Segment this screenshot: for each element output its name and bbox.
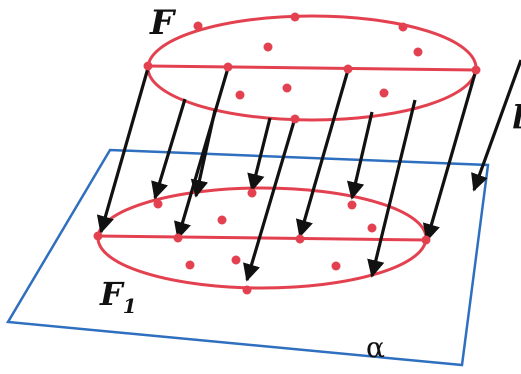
projection-point bbox=[217, 215, 227, 225]
projection-arrow bbox=[174, 67, 230, 240]
projection-point bbox=[247, 188, 257, 198]
projection-points bbox=[93, 188, 431, 295]
projection-arrow bbox=[347, 111, 374, 200]
projection-point bbox=[421, 235, 431, 245]
figure-point bbox=[290, 12, 300, 22]
figure-point bbox=[223, 62, 233, 72]
projection-arrow bbox=[295, 69, 350, 238]
projection-arrow bbox=[367, 99, 417, 278]
figure-points bbox=[143, 12, 481, 124]
figure-point bbox=[263, 42, 273, 52]
figure-point bbox=[282, 83, 292, 93]
projection-arrows bbox=[96, 59, 521, 282]
projection-point bbox=[347, 200, 357, 210]
projection-point bbox=[242, 285, 252, 295]
figure-point bbox=[398, 22, 408, 32]
figure-point bbox=[235, 90, 245, 100]
projection-arrow bbox=[96, 67, 150, 234]
projection-point bbox=[231, 255, 241, 265]
projection-arrow bbox=[422, 69, 478, 242]
figure-diameter bbox=[147, 64, 477, 72]
plane-alpha bbox=[5, 148, 490, 367]
label-f: F bbox=[149, 3, 177, 43]
label-f1: F1 bbox=[99, 275, 137, 318]
figure-point bbox=[343, 64, 353, 74]
projection-diameter bbox=[97, 234, 427, 242]
projection-point bbox=[331, 261, 341, 271]
label-f1-main: F bbox=[99, 275, 125, 313]
projection-point bbox=[367, 223, 377, 233]
projection-point bbox=[173, 233, 183, 243]
figure-f bbox=[146, 14, 478, 122]
direction-arrow-l bbox=[471, 59, 521, 192]
label-f1-subscript: 1 bbox=[123, 294, 137, 318]
label-l: l bbox=[512, 98, 521, 136]
projection-arrow bbox=[243, 117, 297, 282]
label-alpha: α bbox=[366, 331, 385, 364]
figure-point bbox=[471, 65, 481, 75]
projection-point bbox=[93, 231, 103, 241]
projection-point bbox=[295, 234, 305, 244]
projection-arrow bbox=[151, 98, 187, 200]
projection-arrow bbox=[247, 117, 272, 192]
figure-point bbox=[290, 114, 300, 124]
figure-point bbox=[413, 47, 423, 57]
projection-point bbox=[185, 260, 195, 270]
figure-point bbox=[193, 21, 203, 31]
figure-point bbox=[379, 88, 389, 98]
figure-point bbox=[143, 61, 153, 71]
projection-point bbox=[153, 199, 163, 209]
